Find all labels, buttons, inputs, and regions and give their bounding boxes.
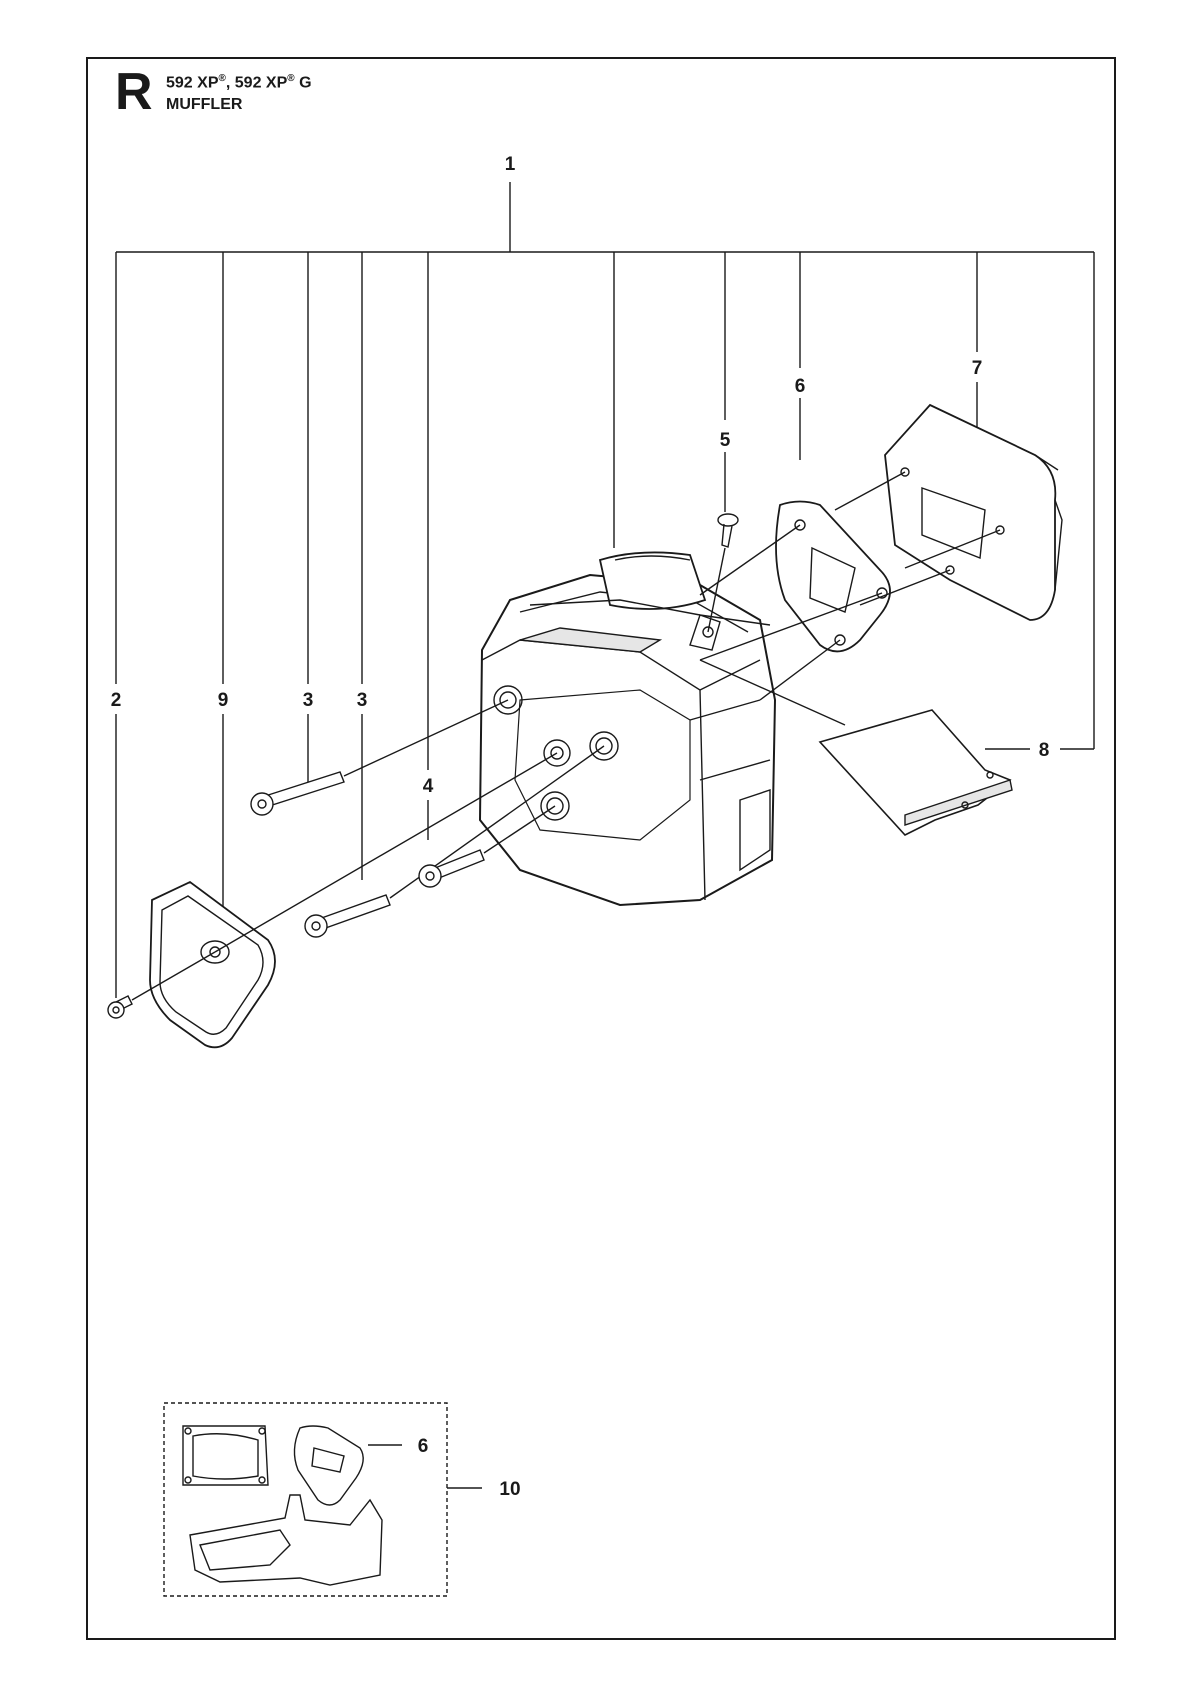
- callout-1: 1: [505, 154, 516, 175]
- leader-bracket-1: [115, 182, 1095, 770]
- bracket-9: [149, 752, 558, 1049]
- callout-5: 5: [720, 430, 731, 451]
- callout-leaders: [115, 382, 1030, 998]
- gasket-6: [775, 500, 891, 653]
- bolt-3-lower: [304, 745, 605, 938]
- callout-9: 9: [218, 690, 229, 711]
- registered-mark-b: ®: [287, 73, 295, 84]
- bolt-3-upper: [250, 699, 509, 816]
- callout-10: 10: [499, 1479, 520, 1500]
- callout-2: 2: [111, 690, 122, 711]
- model-b-suffix: G: [299, 74, 312, 92]
- callout-3b: 3: [357, 690, 368, 711]
- page-frame: [86, 57, 1116, 1640]
- spark-screen-8: [818, 709, 1013, 836]
- model-b: 592 XP: [234, 74, 288, 92]
- model-line: 592 XP®, 592 XP® G: [166, 73, 312, 92]
- callout-8: 8: [1039, 740, 1050, 761]
- callout-6-kit: 6: [418, 1436, 429, 1457]
- screw-5: [707, 513, 739, 633]
- model-a: 592 XP: [166, 74, 219, 92]
- callout-7: 7: [972, 358, 983, 379]
- callout-3a: 3: [303, 690, 314, 711]
- bolt-4: [418, 805, 556, 888]
- heat-shield-7: [884, 403, 1063, 621]
- section-letter: R: [115, 63, 153, 121]
- screw-2: [107, 951, 216, 1019]
- registered-mark-a: ®: [218, 73, 226, 84]
- section-title: MUFFLER: [166, 96, 243, 113]
- model-separator: ,: [225, 74, 231, 92]
- gasket-kit-10: [163, 1402, 482, 1597]
- muffler-body: [478, 551, 777, 907]
- assembly-guide-lines: [699, 471, 1001, 726]
- callout-6: 6: [795, 376, 806, 397]
- callout-4: 4: [423, 776, 434, 797]
- callout-labels: 1 2 9 3 3 4 5 6 7 8 6 10: [111, 154, 1050, 1500]
